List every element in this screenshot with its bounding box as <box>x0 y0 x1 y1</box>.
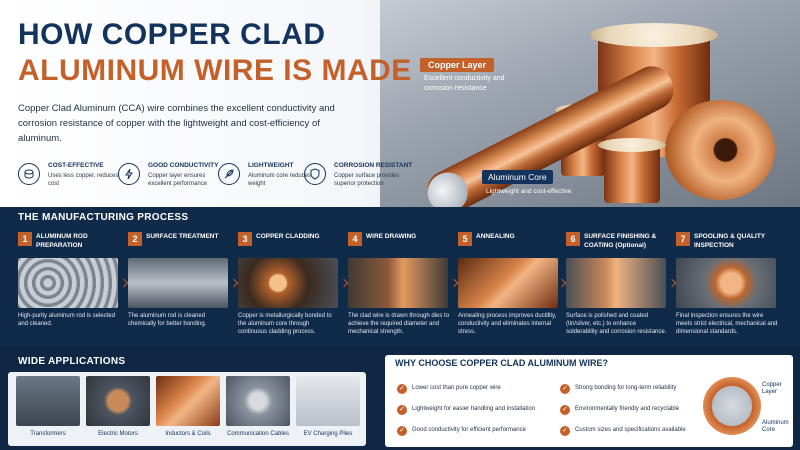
aluminum-core-desc: Lightweight and cost-effective <box>486 188 572 195</box>
coils-image <box>156 376 220 426</box>
application-item: EV Charging Piles <box>296 376 360 442</box>
copper-layer-tag: Copper Layer <box>420 58 495 72</box>
aluminum-core-tag: Aluminum Core <box>482 170 553 184</box>
copper-layer-desc: Excellent conductivity and corrosion res… <box>424 75 505 92</box>
step-title: SPOOLING & QUALITY INSPECTION <box>694 233 766 249</box>
feature-desc: Aluminum core reduces weight <box>248 173 312 187</box>
step-photo <box>676 258 776 308</box>
feature-desc: Copper surface provides superior protect… <box>334 173 400 187</box>
step-photo <box>566 258 666 308</box>
check-icon: ✓ <box>560 405 570 415</box>
step-title: ALUMINUM ROD PREPARATION <box>36 233 88 249</box>
feature-title: CORROSION RESISTANT <box>334 162 413 169</box>
process-step: 5 ANNEALING Annealing process improves d… <box>458 232 562 344</box>
process-step: 3 COPPER CLADDING Copper is metallurgica… <box>238 232 342 344</box>
application-item: Communication Cables <box>226 376 290 442</box>
step-desc: Copper is metallurgically bonded to the … <box>238 313 332 335</box>
step-desc: The clad wire is drawn through dies to a… <box>348 313 450 335</box>
step-desc: The aluminum rod is cleaned chemically f… <box>128 313 207 327</box>
step-number: 5 <box>458 232 472 246</box>
process-step: 4 WIRE DRAWING The clad wire is drawn th… <box>348 232 452 344</box>
cable-image <box>226 376 290 426</box>
benefit-text: Lightweight for easier handling and inst… <box>412 406 536 412</box>
step-number: 1 <box>18 232 32 246</box>
small-spool-mid-image <box>598 135 666 207</box>
check-icon: ✓ <box>397 384 407 394</box>
application-item: Transformers <box>16 376 80 442</box>
step-desc: Surface is polished and coated (tin/silv… <box>566 313 667 335</box>
shield-icon <box>304 163 326 185</box>
application-label: Electric Motors <box>98 431 138 437</box>
benefit-text: Environmentally friendly and recyclable <box>575 406 680 412</box>
coins-icon <box>18 163 40 185</box>
check-icon: ✓ <box>560 384 570 394</box>
check-icon: ✓ <box>397 405 407 415</box>
transformer-image <box>16 376 80 426</box>
applications-title: WIDE APPLICATIONS <box>18 356 126 367</box>
feature-title: GOOD CONDUCTIVITY <box>148 162 219 169</box>
cross-section-aluminum-label: Aluminum Core <box>762 420 789 433</box>
application-label: Inductors & Coils <box>165 431 211 437</box>
step-title: WIRE DRAWING <box>366 233 417 240</box>
process-step: 7 SPOOLING & QUALITY INSPECTION Final in… <box>676 232 780 344</box>
benefit-text: Lower cost than pure copper wire <box>412 385 501 391</box>
feature-corrosion-resistant: CORROSION RESISTANT Copper surface provi… <box>304 160 412 192</box>
process-step: 2 SURFACE TREATMENT The aluminum rod is … <box>128 232 232 344</box>
benefit-text: Good conductivity for efficient performa… <box>412 427 526 433</box>
step-photo <box>238 258 338 308</box>
title-line-2: ALUMINUM WIRE IS MADE <box>18 54 412 87</box>
title-line-1: HOW COPPER CLAD <box>18 18 326 51</box>
step-desc: Final inspection ensures the wire meets … <box>676 313 778 335</box>
feature-title: LIGHTWEIGHT <box>248 162 294 169</box>
application-label: Transformers <box>30 431 66 437</box>
feature-desc: Copper layer ensures excellent performan… <box>148 173 208 187</box>
application-item: Electric Motors <box>86 376 150 442</box>
benefit-text: Custom sizes and specifications availabl… <box>575 427 686 433</box>
step-photo <box>348 258 448 308</box>
step-title: SURFACE FINISHING & COATING (Optional) <box>584 233 657 249</box>
feature-title: COST-EFFECTIVE <box>48 162 104 169</box>
manufacturing-title: THE MANUFACTURING PROCESS <box>18 212 189 223</box>
benefit-text: Strong bonding for long-term reliability <box>575 385 677 391</box>
check-icon: ✓ <box>397 426 407 436</box>
step-desc: High-purity aluminum rod is selected and… <box>18 313 116 327</box>
step-photo <box>128 258 228 308</box>
copper-coil-image <box>665 100 785 200</box>
wire-cross-section-image <box>703 377 761 435</box>
feature-good-conductivity: GOOD CONDUCTIVITY Copper layer ensures e… <box>118 160 218 192</box>
step-title: SURFACE TREATMENT <box>146 233 219 240</box>
check-icon: ✓ <box>560 426 570 436</box>
step-photo <box>18 258 118 308</box>
application-item: Inductors & Coils <box>156 376 220 442</box>
step-number: 2 <box>128 232 142 246</box>
step-title: COPPER CLADDING <box>256 233 320 240</box>
feature-desc: Uses less copper, reduces cost <box>48 173 119 187</box>
feature-lightweight: LIGHTWEIGHT Aluminum core reduces weight <box>218 160 318 192</box>
ev-charger-image <box>296 376 360 426</box>
feature-cost-effective: COST-EFFECTIVE Uses less copper, reduces… <box>18 160 118 192</box>
step-desc: Annealing process improves ductility, co… <box>458 313 557 335</box>
process-step: 6 SURFACE FINISHING & COATING (Optional)… <box>566 232 670 344</box>
step-number: 3 <box>238 232 252 246</box>
motor-image <box>86 376 150 426</box>
step-number: 7 <box>676 232 690 246</box>
application-label: Communication Cables <box>226 431 290 437</box>
feather-icon <box>218 163 240 185</box>
why-title: WHY CHOOSE COPPER CLAD ALUMINUM WIRE? <box>395 358 608 368</box>
application-label: EV Charging Piles <box>303 431 353 437</box>
lightning-icon <box>118 163 140 185</box>
cross-section-copper-label: Copper Layer <box>762 382 782 395</box>
step-number: 6 <box>566 232 580 246</box>
step-number: 4 <box>348 232 362 246</box>
intro-text: Copper Clad Aluminum (CCA) wire combines… <box>18 103 335 144</box>
step-photo <box>458 258 558 308</box>
process-step: 1 ALUMINUM ROD PREPARATION High-purity a… <box>18 232 122 344</box>
step-title: ANNEALING <box>476 233 515 240</box>
